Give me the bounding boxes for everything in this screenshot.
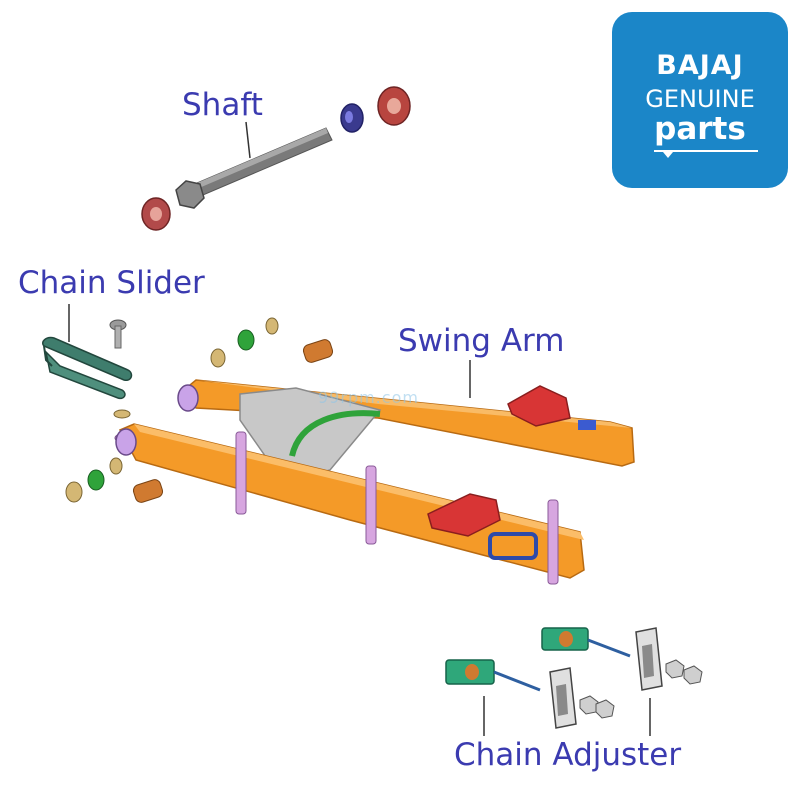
adjuster-block-upper-nut: [559, 631, 573, 647]
chain-slider-upper-rail: [42, 336, 133, 382]
chain-adjuster-label: Chain Adjuster: [454, 737, 682, 773]
watermark-text: 99rpm.com: [318, 388, 419, 407]
shaft-hex-head: [175, 180, 205, 209]
swing-arm-upper-red-bracket: [507, 385, 571, 427]
adjuster-plate-right-slot: [642, 644, 654, 678]
adjuster-bolt-lower: [493, 670, 541, 692]
shaft-left-bush-hole: [150, 207, 162, 221]
pivot-green-bush-b: [87, 469, 105, 491]
logo-underline: [654, 150, 758, 152]
pivot-washer-b: [265, 317, 279, 335]
shaft-right-bush-hole: [387, 98, 401, 114]
adjuster-nut-1: [665, 659, 685, 679]
swing-arm-lower-red-bracket: [427, 493, 501, 537]
swing-arm-upper-pivot: [177, 384, 199, 412]
chain-slider-label: Chain Slider: [18, 265, 205, 301]
pivot-washer-d: [109, 457, 123, 475]
swing-arm-lower-member: [118, 423, 585, 579]
shaft-rod-highlight: [190, 128, 328, 191]
swing-arm-group: [65, 317, 635, 585]
shaft-group: [141, 86, 411, 231]
pivot-green-bush-a: [237, 329, 255, 351]
logo-genuine: GENUINE: [645, 85, 755, 113]
pivot-washer-a: [210, 348, 226, 368]
adjuster-bolt-upper: [587, 638, 631, 658]
adjuster-block-lower-nut: [465, 664, 479, 680]
adjuster-nut-4: [595, 699, 615, 719]
swing-arm-green-guard: [289, 410, 381, 457]
chain-slider-washer-1: [113, 409, 131, 419]
pivot-bronze-sleeve-b: [132, 479, 164, 503]
shaft-leader-line: [245, 121, 251, 159]
chain-slider-group: [42, 304, 133, 443]
swing-arm-plate-2: [365, 465, 377, 545]
adjuster-nut-2: [683, 665, 703, 685]
swing-arm-blue-slot: [488, 532, 538, 560]
pivot-washer-c: [65, 481, 83, 503]
adjuster-plate-left-slot: [556, 684, 568, 716]
chain-slider-lower-rail: [44, 349, 126, 400]
adjuster-nut-3: [579, 695, 599, 715]
pivot-bronze-sleeve-a: [302, 339, 334, 363]
chain-adjuster-group: [445, 627, 703, 736]
logo-brand: BAJAJ: [656, 50, 744, 81]
swing-arm-plate-1: [235, 431, 247, 515]
chain-slider-end-loop: [43, 345, 53, 367]
shaft-blue-spacer-hole: [345, 111, 353, 123]
swing-arm-label: Swing Arm: [398, 323, 565, 359]
logo-arrow-icon: [663, 152, 673, 158]
bajaj-genuine-parts-logo: BAJAJ GENUINE parts: [612, 12, 788, 188]
swing-arm-blue-tab: [578, 420, 596, 430]
swing-arm-lower-pivot: [115, 428, 137, 456]
logo-parts: parts: [654, 111, 746, 147]
swing-arm-plate-3: [547, 499, 559, 585]
shaft-label: Shaft: [182, 87, 263, 123]
chain-slider-screw-shank: [114, 325, 122, 349]
